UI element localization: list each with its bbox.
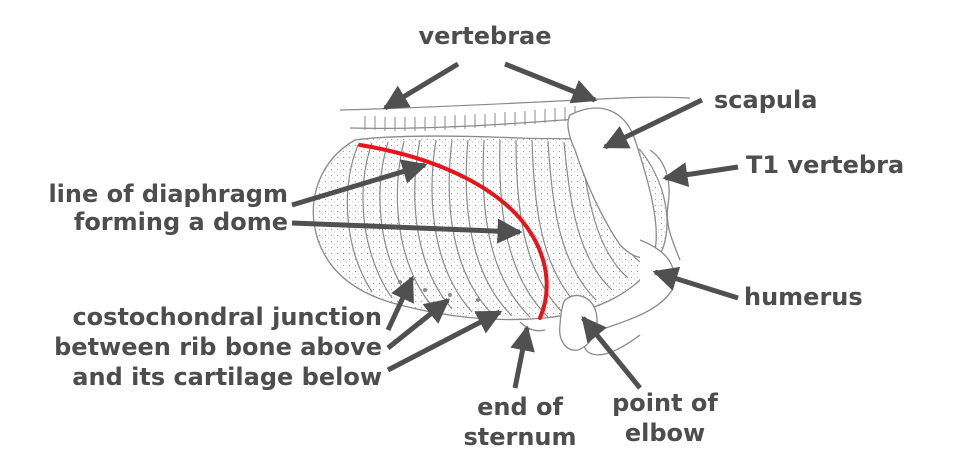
label-humerus: humerus <box>744 283 863 311</box>
label-elbow-line2: elbow <box>624 419 706 447</box>
label-diaphragm-line2: forming a dome <box>73 208 288 236</box>
diaphragm-line <box>358 143 549 320</box>
label-sternum-line1: end of <box>477 393 563 421</box>
arrow-diaphragm-lower <box>291 218 523 244</box>
label-vertebrae: vertebrae <box>418 22 552 50</box>
label-diaphragm-line1: line of diaphragm <box>48 180 288 208</box>
label-costo-line3: and its cartilage below <box>72 363 382 391</box>
neck-sketch <box>649 149 681 261</box>
arrow-scapula <box>602 97 704 150</box>
label-costo-line1: costochondral junction <box>72 303 382 331</box>
label-diaphragm: line of diaphragm forming a dome <box>30 180 288 236</box>
label-sternum-line2: sternum <box>463 423 577 451</box>
arrow-sternum <box>510 325 535 389</box>
label-scapula: scapula <box>714 86 818 114</box>
arrow-t1-vertebra <box>662 162 739 188</box>
arrow-vertebrae-right <box>504 61 598 104</box>
arrow-humerus <box>652 266 739 301</box>
arrow-diaphragm-upper <box>291 159 428 208</box>
arrow-costo-1 <box>385 275 415 332</box>
label-elbow: point of elbow <box>600 388 730 448</box>
arrow-costo-2 <box>386 298 450 350</box>
label-costochondral: costochondral junction between rib bone … <box>20 302 382 392</box>
label-elbow-line1: point of <box>612 389 718 417</box>
arrow-vertebrae-left <box>382 61 460 111</box>
label-costo-line2: between rib bone above <box>54 333 382 361</box>
label-t1-vertebra: T1 vertebra <box>746 151 905 179</box>
arrow-costo-3 <box>386 309 503 373</box>
arrow-elbow <box>581 316 642 390</box>
annotation-arrows <box>291 61 739 390</box>
label-sternum: end of sternum <box>450 392 590 452</box>
sternum-sketch <box>519 321 546 332</box>
